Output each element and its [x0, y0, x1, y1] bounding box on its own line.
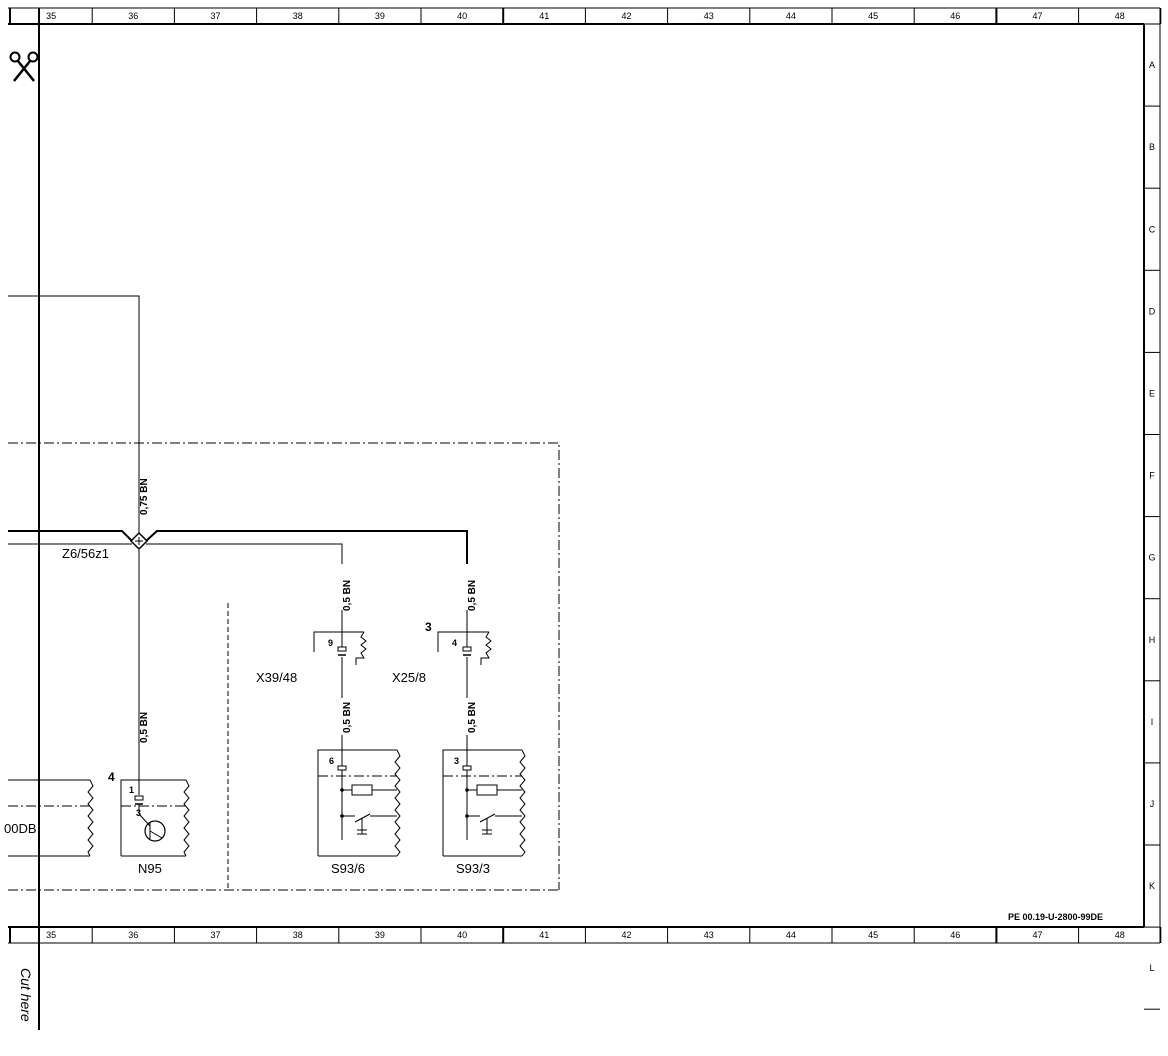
- column-number: 38: [293, 11, 303, 21]
- connector-x25-label: X25/8: [392, 670, 426, 685]
- wire-label-x25-bot: 0,5 BN: [467, 702, 478, 733]
- row-letter: B: [1149, 142, 1155, 152]
- column-number: 39: [375, 930, 385, 940]
- left-module: [8, 779, 94, 857]
- connector-x25-8: [437, 631, 492, 665]
- column-number: 40: [457, 11, 467, 21]
- component-s93-3: [442, 749, 526, 857]
- row-letter: L: [1149, 963, 1154, 973]
- component-n95: [120, 779, 190, 857]
- row-letter: G: [1148, 553, 1155, 563]
- row-letter: D: [1149, 306, 1156, 316]
- column-number: 41: [539, 11, 549, 21]
- row-letter-strip: A B C D E F G H I J K L: [1144, 23, 1160, 1010]
- wire-label-top: 0,75 BN: [139, 478, 150, 515]
- sheet-frame: [8, 7, 1161, 944]
- column-number: 38: [293, 930, 303, 940]
- column-number: 39: [375, 11, 385, 21]
- column-number: 48: [1115, 930, 1125, 940]
- column-number: 42: [621, 930, 631, 940]
- module-boundaries: [8, 442, 560, 891]
- connector-x39-label: X39/48: [256, 670, 297, 685]
- n95-label: N95: [138, 861, 162, 876]
- row-letter: K: [1149, 881, 1155, 891]
- column-number: 37: [210, 11, 220, 21]
- connector-x39-48: [313, 631, 367, 665]
- s93-6-label: S93/6: [331, 861, 365, 876]
- transistor-icon: [144, 820, 166, 842]
- cut-here-label: Cut here: [18, 968, 34, 1022]
- splice-label: Z6/56z1: [62, 546, 109, 561]
- column-number: 46: [950, 11, 960, 21]
- column-number: 47: [1032, 11, 1042, 21]
- column-number: 43: [704, 11, 714, 21]
- row-letter: J: [1150, 799, 1155, 809]
- row-letter: E: [1149, 388, 1155, 398]
- n95-pin1-label: 1: [129, 785, 134, 795]
- column-number: 37: [210, 930, 220, 940]
- column-number: 40: [457, 930, 467, 940]
- column-number: 44: [786, 930, 796, 940]
- column-number: 35: [46, 11, 56, 21]
- row-letter: F: [1149, 471, 1155, 481]
- column-header-bottom: 35 36 37 38 39 40 41 42 43 44 45 46 47 48: [9, 927, 1162, 943]
- splice-diamond-icon: [129, 531, 149, 551]
- column-number: 42: [621, 11, 631, 21]
- row-letter: I: [1151, 717, 1154, 727]
- s93-3-pin-label: 3: [454, 756, 459, 766]
- column-number: 36: [128, 11, 138, 21]
- left-module-label: 00DB: [4, 821, 37, 836]
- column-number: 45: [868, 11, 878, 21]
- column-number: 46: [950, 930, 960, 940]
- column-number: 35: [46, 930, 56, 940]
- wire-label-n95: 0,5 BN: [139, 712, 150, 743]
- column-number: 47: [1032, 930, 1042, 940]
- s93-6-pin-label: 6: [329, 756, 334, 766]
- x25-number-label: 3: [425, 620, 432, 634]
- column-header-top: 35 36 37 38 39 40 41 42 43 44 45 46 47 48: [9, 8, 1162, 24]
- resistor-icon: [476, 784, 498, 796]
- resistor-icon: [351, 784, 373, 796]
- n95-number-label: 4: [108, 770, 115, 784]
- column-number: 45: [868, 930, 878, 940]
- row-letter: H: [1149, 635, 1156, 645]
- x39-pin-label: 9: [328, 638, 333, 648]
- wire-label-x25-top: 0,5 BN: [467, 580, 478, 611]
- row-letter: A: [1149, 60, 1155, 70]
- row-letter: C: [1149, 224, 1156, 234]
- component-s93-6: [317, 749, 401, 857]
- column-number: 43: [704, 930, 714, 940]
- document-reference: PE 00.19-U-2800-99DE: [1008, 912, 1103, 922]
- scissors-icon: [9, 51, 39, 82]
- s93-3-label: S93/3: [456, 861, 490, 876]
- wiring: [8, 295, 468, 795]
- column-number: 48: [1115, 11, 1125, 21]
- column-number: 41: [539, 930, 549, 940]
- column-number: 36: [128, 930, 138, 940]
- wire-label-x39-top: 0,5 BN: [342, 580, 353, 611]
- wire-label-x39-bot: 0,5 BN: [342, 702, 353, 733]
- column-number: 44: [786, 11, 796, 21]
- x25-pin-label: 4: [452, 638, 457, 648]
- n95-pin3-label: 3: [136, 808, 141, 818]
